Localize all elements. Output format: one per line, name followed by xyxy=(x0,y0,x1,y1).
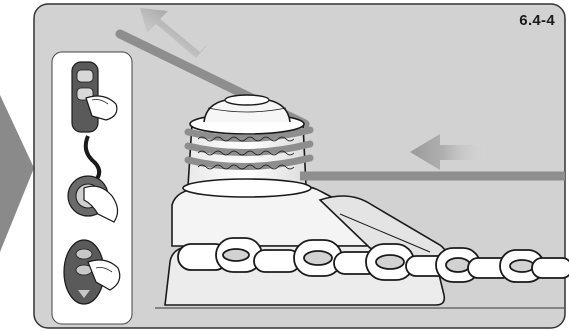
figure-label: 6.4-4 xyxy=(519,12,555,29)
pointer-chevron xyxy=(0,95,34,252)
